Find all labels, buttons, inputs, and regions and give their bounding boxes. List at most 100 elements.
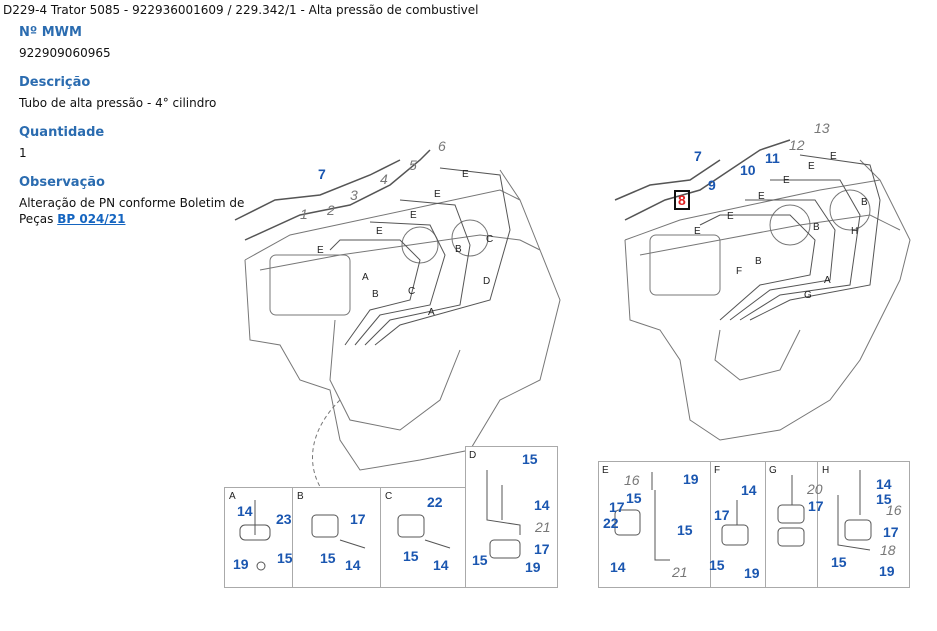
inset-label[interactable]: 20	[807, 481, 823, 497]
quantidade-label: Quantidade	[19, 125, 105, 140]
callout-12[interactable]: 12	[789, 137, 805, 153]
callout-1[interactable]: 1	[300, 206, 308, 222]
quantidade-value: 1	[19, 146, 27, 160]
inset-label[interactable]: 14	[876, 476, 892, 492]
callout-5[interactable]: 5	[409, 157, 417, 173]
inset-label[interactable]: 17	[609, 499, 625, 515]
clamp-b: B	[861, 197, 868, 208]
callout-13[interactable]: 13	[814, 120, 830, 136]
inset-label[interactable]: 15	[709, 557, 725, 573]
page-title: D229-4 Trator 5085 - 922936001609 / 229.…	[3, 3, 479, 17]
field-mwm: Nº MWM 922909060965	[19, 25, 249, 61]
callout-3[interactable]: 3	[350, 187, 358, 203]
inset-label[interactable]: 15	[403, 548, 419, 564]
clamp-e: E	[462, 169, 469, 180]
inset-label[interactable]: 19	[683, 471, 699, 487]
field-observacao: Observação Alteração de PN conforme Bole…	[19, 175, 249, 227]
inset-label[interactable]: 19	[233, 556, 249, 572]
callout-11[interactable]: 11	[765, 150, 780, 166]
clamp-e: E	[727, 211, 734, 222]
field-descricao: Descrição Tubo de alta pressão - 4° cili…	[19, 75, 249, 111]
clamp-a: A	[428, 307, 435, 318]
inset-label[interactable]: 18	[880, 542, 896, 558]
inset-label[interactable]: 17	[883, 524, 899, 540]
inset-label[interactable]: 14	[433, 557, 449, 573]
inset-label[interactable]: 15	[472, 552, 488, 568]
clamp-e: E	[758, 191, 765, 202]
clamp-e: E	[694, 226, 701, 237]
inset-label[interactable]: 19	[879, 563, 895, 579]
clamp-b: B	[813, 222, 820, 233]
inset-a-title: A	[229, 491, 236, 502]
descricao-value: Tubo de alta pressão - 4° cilindro	[19, 96, 217, 110]
observacao-text: Alteração de PN conforme Boletim de Peça…	[19, 196, 245, 226]
clamp-e: E	[376, 226, 383, 237]
clamp-b: B	[455, 244, 462, 255]
inset-label[interactable]: 17	[808, 498, 824, 514]
left-engine-pipes	[234, 149, 511, 346]
callout-8-selected[interactable]: 8	[674, 190, 690, 210]
right-engine-pipes	[614, 139, 881, 321]
inset-label[interactable]: 15	[626, 490, 642, 506]
inset-label[interactable]: 14	[237, 503, 253, 519]
field-quantidade: Quantidade 1	[19, 125, 249, 161]
inset-label[interactable]: 16	[886, 502, 902, 518]
inset-label[interactable]: 22	[427, 494, 443, 510]
mwm-value: 922909060965	[19, 46, 111, 60]
clamp-e: E	[830, 151, 837, 162]
inset-label[interactable]: 16	[624, 472, 640, 488]
inset-label[interactable]: 15	[876, 491, 892, 507]
inset-label[interactable]: 15	[320, 550, 336, 566]
clamp-a: A	[824, 275, 831, 286]
clamp-e: E	[783, 175, 790, 186]
inset-label[interactable]: 15	[677, 522, 693, 538]
inset-label[interactable]: 17	[534, 541, 550, 557]
inset-h-title: H	[822, 465, 830, 476]
inset-label[interactable]: 15	[277, 550, 293, 566]
mwm-label: Nº MWM	[19, 25, 82, 40]
clamp-e: E	[410, 210, 417, 221]
clamp-e: E	[808, 161, 815, 172]
descricao-label: Descrição	[19, 75, 91, 90]
inset-label[interactable]: 15	[522, 451, 538, 467]
inset-label[interactable]: 21	[535, 519, 551, 535]
right-engine-drawing	[624, 159, 911, 441]
callout-7[interactable]: 7	[318, 166, 326, 182]
observacao-value: Alteração de PN conforme Boletim de Peça…	[19, 195, 249, 227]
inset-label[interactable]: 14	[610, 559, 626, 575]
inset-c	[380, 487, 468, 588]
bulletin-link[interactable]: BP 024/21	[57, 212, 126, 226]
inset-label[interactable]: 17	[350, 511, 366, 527]
clamp-e: E	[434, 189, 441, 200]
callout-4[interactable]: 4	[380, 171, 388, 187]
clamp-g: G	[804, 290, 812, 301]
inset-f-title: F	[714, 465, 721, 476]
callout-10[interactable]: 10	[740, 162, 756, 178]
callout-9[interactable]: 9	[708, 177, 716, 193]
inset-b	[292, 487, 382, 588]
clamp-c: C	[408, 286, 416, 297]
inset-label[interactable]: 23	[276, 511, 292, 527]
inset-label[interactable]: 22	[603, 515, 619, 531]
inset-label[interactable]: 14	[345, 557, 361, 573]
clamp-c: C	[486, 234, 494, 245]
observacao-label: Observação	[19, 175, 105, 190]
inset-label[interactable]: 14	[534, 497, 550, 513]
inset-label[interactable]: 14	[741, 482, 757, 498]
callout-7[interactable]: 7	[694, 148, 702, 164]
inset-label[interactable]: 15	[831, 554, 847, 570]
inset-label[interactable]: 21	[672, 564, 688, 580]
clamp-b: B	[372, 289, 379, 300]
clamp-h: H	[851, 226, 859, 237]
inset-label[interactable]: 17	[714, 507, 730, 523]
callout-6[interactable]: 6	[438, 138, 446, 154]
inset-label[interactable]: 19	[525, 559, 541, 575]
clamp-a: A	[362, 272, 369, 283]
clamp-b: B	[755, 256, 762, 267]
clamp-e: E	[317, 245, 324, 256]
inset-a	[224, 487, 294, 588]
inset-label[interactable]: 19	[744, 565, 760, 581]
inset-g-title: G	[769, 465, 777, 476]
callout-2[interactable]: 2	[327, 202, 335, 218]
